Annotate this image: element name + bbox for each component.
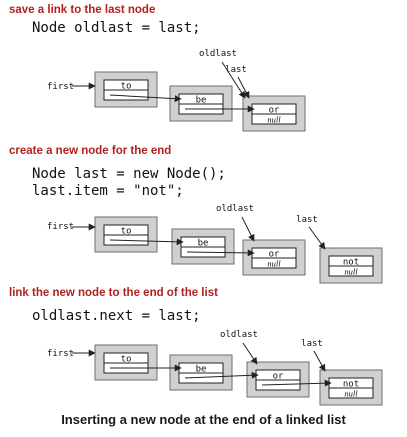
next-arrow [184,371,259,379]
last-arrow [237,76,250,99]
first-label: first [47,349,74,359]
next-cell [251,257,297,269]
node-to: to [94,71,158,108]
node-item-label: not [343,258,359,268]
next-cell [178,372,224,384]
next-cell [251,113,297,125]
figure-caption: Inserting a new node at the end of a lin… [61,412,346,427]
oldlast-arrow [221,61,246,99]
oldlast-arrow [242,342,258,365]
node-null-label: null [344,267,358,277]
step-1-heading: save a link to the last node [9,4,156,16]
next-arrow [109,238,184,246]
last-arrow [313,350,326,372]
next-arrow [186,249,255,257]
node-item-label: to [121,355,132,365]
node-item-label: to [121,82,132,92]
step-2-code-line-2: last.item = "not"; [32,183,184,199]
node-to: to [94,344,158,381]
node-null-label: null [267,115,281,125]
oldlast-label: oldlast [220,330,258,340]
step-3-code-line-1: oldlast.next = last; [32,308,201,324]
node-null-label: null [267,259,281,269]
node-item-label: to [121,227,132,237]
node-item-label: or [273,372,284,382]
node-be: be [171,228,235,265]
node-item-label: be [196,365,207,375]
last-label: last [301,339,323,349]
node-to: to [94,216,158,253]
oldlast-label: oldlast [216,204,254,214]
step-1-code-line-1: Node oldlast = last; [32,20,201,36]
node-be: be [169,354,233,391]
next-cell [328,265,374,277]
node-item-label: be [196,96,207,106]
oldlast-label: oldlast [199,49,237,59]
step-2-code-line-1: Node last = new Node(); [32,166,226,182]
step-2-heading: create a new node for the end [9,145,172,157]
first-label: first [47,222,74,232]
node-item-label: be [198,239,209,249]
node-be: be [169,85,233,122]
last-label: last [296,215,318,225]
node-or: or [246,361,310,398]
node-item-label: or [269,250,280,260]
step-3-heading: link the new node to the end of the list [9,287,218,299]
next-arrow [109,94,182,103]
last-label: last [225,65,247,75]
node-null-label: null [344,389,358,399]
next-cell [103,89,149,101]
first-label: first [47,82,74,92]
node-item-label: not [343,380,359,390]
next-arrow [261,379,332,387]
last-arrow [308,226,326,250]
next-cell [328,387,374,399]
oldlast-arrow [241,216,255,242]
node-item-label: or [269,106,280,116]
